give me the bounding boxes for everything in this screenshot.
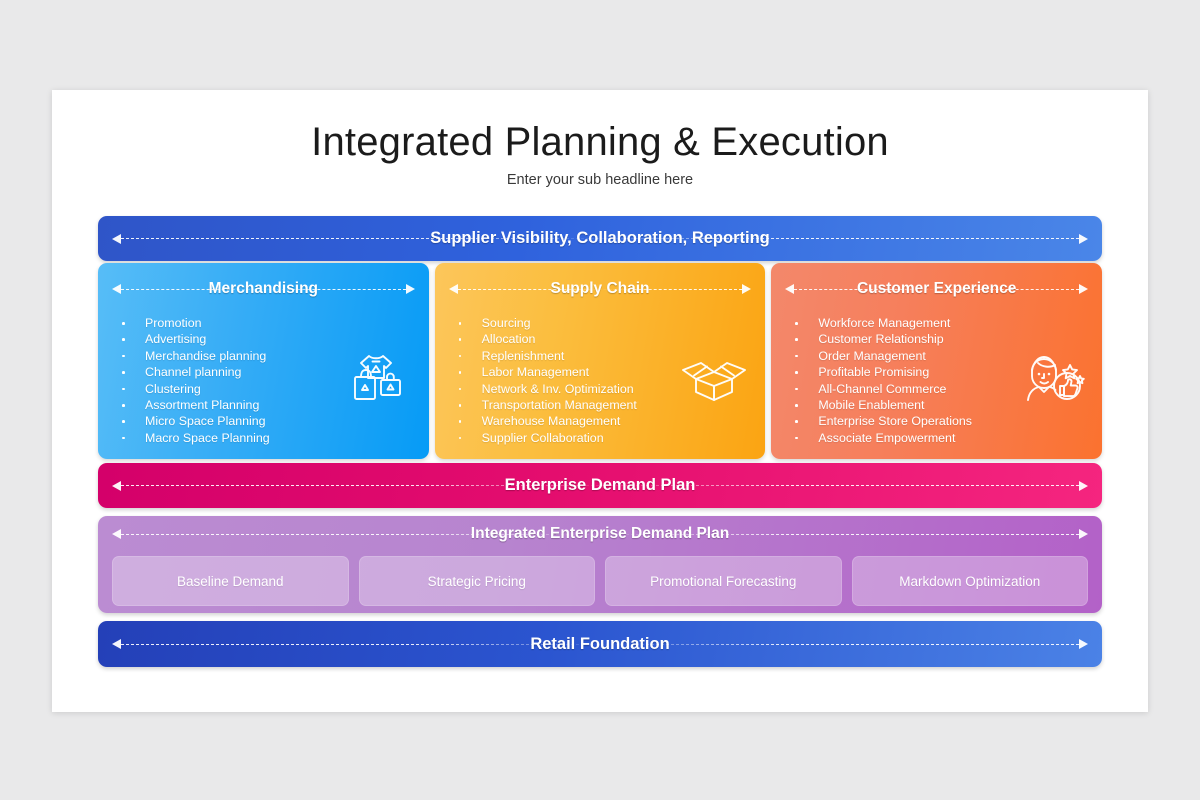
list-item: Allocation <box>457 331 637 347</box>
arrow-head-right-icon <box>405 284 415 294</box>
panel-bullet-list: Promotion Advertising Merchandise planni… <box>120 315 270 446</box>
list-item: Labor Management <box>457 364 637 380</box>
panel-body: Promotion Advertising Merchandise planni… <box>98 307 429 459</box>
list-item: Associate Empowerment <box>793 430 972 446</box>
list-item: Merchandise planning <box>120 348 270 364</box>
double-arrow-icon <box>112 283 415 295</box>
arrow-head-left-icon <box>112 480 121 491</box>
dashed-line <box>121 238 1079 239</box>
category-panels: Merchandising Promotion Advertising Merc… <box>98 263 1103 459</box>
subbox-row: Baseline Demand Strategic Pricing Promot… <box>112 556 1088 606</box>
list-item: Sourcing <box>457 315 637 331</box>
list-item: Transportation Management <box>457 397 637 413</box>
arrow-head-left-icon <box>448 284 458 294</box>
double-arrow-icon <box>448 283 752 295</box>
dashed-line <box>457 288 743 290</box>
dashed-line <box>121 288 406 290</box>
panel-bullet-list: Sourcing Allocation Replenishment Labor … <box>457 315 637 446</box>
page-title: Integrated Planning & Execution <box>311 120 889 164</box>
subbox-promotional-forecasting[interactable]: Promotional Forecasting <box>605 556 842 606</box>
list-item: Replenishment <box>457 348 637 364</box>
list-item: Warehouse Management <box>457 413 637 429</box>
panel-customer-experience[interactable]: Customer Experience Workforce Management… <box>771 263 1103 459</box>
list-item: Mobile Enablement <box>793 397 972 413</box>
list-item: Clustering <box>120 381 270 397</box>
customer-satisfaction-icon <box>1014 345 1088 409</box>
panel-supply-chain[interactable]: Supply Chain Sourcing Allocation Repleni… <box>434 263 766 459</box>
list-item: Workforce Management <box>793 315 972 331</box>
arrow-head-right-icon <box>742 284 752 294</box>
dashed-line <box>121 533 1079 535</box>
panel-header: Supply Chain <box>435 271 766 307</box>
dashed-line <box>794 288 1080 290</box>
arrow-head-right-icon <box>1079 233 1088 244</box>
page-subtitle: Enter your sub headline here <box>506 172 694 188</box>
double-arrow-icon <box>112 233 1088 245</box>
arrow-head-right-icon <box>1079 529 1088 539</box>
list-item: Advertising <box>120 331 270 347</box>
list-item: Enterprise Store Operations <box>793 413 972 429</box>
tshirt-shopping-bag-icon <box>341 345 415 409</box>
panel-merchandising[interactable]: Merchandising Promotion Advertising Merc… <box>98 263 429 459</box>
band-enterprise-demand-plan[interactable]: Enterprise Demand Plan <box>98 463 1102 508</box>
band-retail-foundation[interactable]: Retail Foundation <box>98 621 1102 667</box>
subbox-strategic-pricing[interactable]: Strategic Pricing <box>358 556 595 606</box>
double-arrow-icon <box>112 528 1088 540</box>
panel-body: Sourcing Allocation Replenishment Labor … <box>435 307 766 459</box>
list-item: Promotion <box>120 315 270 331</box>
arrow-head-right-icon <box>1079 639 1088 649</box>
double-arrow-icon <box>112 480 1088 492</box>
list-item: Micro Space Planning <box>120 413 270 429</box>
panel-header: Customer Experience <box>771 271 1102 307</box>
list-item: Macro Space Planning <box>120 430 270 446</box>
purple-band-header: Integrated Enterprise Demand Plan <box>98 516 1102 552</box>
arrow-head-left-icon <box>112 529 121 539</box>
subbox-markdown-optimization[interactable]: Markdown Optimization <box>851 556 1088 606</box>
list-item: Supplier Collaboration <box>457 430 637 446</box>
arrow-head-left-icon <box>112 233 121 244</box>
panel-bullet-list: Workforce Management Customer Relationsh… <box>793 315 972 446</box>
panel-body: Workforce Management Customer Relationsh… <box>771 307 1102 459</box>
slide-canvas: Integrated Planning & Execution Enter yo… <box>52 90 1148 712</box>
double-arrow-icon <box>785 283 1089 295</box>
panel-header: Merchandising <box>98 271 429 307</box>
list-item: All-Channel Commerce <box>793 381 972 397</box>
arrow-head-left-icon <box>785 284 795 294</box>
list-item: Assortment Planning <box>120 397 270 413</box>
arrow-head-right-icon <box>1079 284 1089 294</box>
list-item: Customer Relationship <box>793 331 972 347</box>
arrow-head-left-icon <box>112 639 121 649</box>
arrow-head-left-icon <box>112 284 121 294</box>
list-item: Order Management <box>793 348 972 364</box>
dashed-line <box>121 643 1079 645</box>
band-supplier-visibility[interactable]: Supplier Visibility, Collaboration, Repo… <box>98 216 1102 261</box>
list-item: Network & Inv. Optimization <box>457 381 637 397</box>
list-item: Channel planning <box>120 364 270 380</box>
band-integrated-enterprise-demand-plan[interactable]: Integrated Enterprise Demand Plan Baseli… <box>98 516 1102 613</box>
list-item: Profitable Promising <box>793 364 972 380</box>
open-box-icon <box>677 345 751 409</box>
subbox-baseline-demand[interactable]: Baseline Demand <box>112 556 349 606</box>
double-arrow-icon <box>112 638 1088 650</box>
arrow-head-right-icon <box>1079 480 1088 491</box>
dashed-line <box>121 485 1079 486</box>
